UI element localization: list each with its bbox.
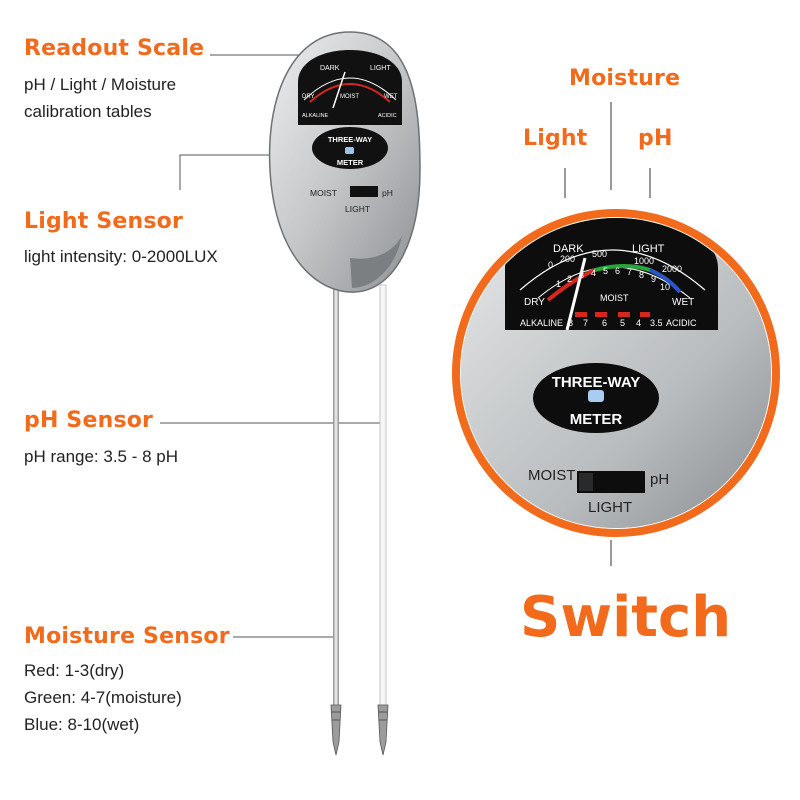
readout-scale-line-2: calibration tables <box>24 102 152 121</box>
moist-scale-2: 2 <box>567 274 572 284</box>
moisture-sensor-line-2: Green: 4-7(moisture) <box>24 688 182 707</box>
moist-scale-10: 10 <box>660 282 670 292</box>
zoom-dial-alkaline: ALKALINE <box>520 318 563 328</box>
readout-scale-line-1: pH / Light / Moisture <box>24 75 177 94</box>
light-scale-500: 500 <box>592 249 607 259</box>
moisture-sensor-line-3: Blue: 8-10(wet) <box>24 715 140 734</box>
small-dial-moist: MOIST <box>340 94 359 100</box>
zoom-switch-light: LIGHT <box>588 499 632 516</box>
zoom-circle: DARK LIGHT DRY WET MOIST ALKALINE ACIDIC… <box>452 209 780 537</box>
zoom-label-light: Light <box>523 126 588 151</box>
light-scale-1000: 1000 <box>634 256 654 266</box>
small-badge-bottom: METER <box>337 158 364 167</box>
zoom-badge-top: THREE-WAY <box>552 374 641 391</box>
small-dial-wet: WET <box>384 94 398 100</box>
ph-sensor-title: pH Sensor <box>24 408 154 433</box>
zoom-label-moisture: Moisture <box>569 66 681 91</box>
ph-scale-4: 4 <box>636 318 641 328</box>
zoom-switch-moist: MOIST <box>528 467 576 484</box>
zoom-label-switch: Switch <box>520 585 732 650</box>
moist-scale-4: 4 <box>591 268 596 278</box>
probe-metal <box>330 285 342 756</box>
light-sensor-title: Light Sensor <box>24 209 184 234</box>
zoom-ph-scale: 8 7 6 5 4 3.5 <box>568 318 663 328</box>
small-switch-ph: pH <box>382 188 393 198</box>
small-dial-alkaline: ALKALINE <box>302 113 329 119</box>
small-dial-acidic: ACIDIC <box>378 113 397 119</box>
zoom-dial-light: LIGHT <box>632 243 665 255</box>
moist-scale-3: 3 <box>579 270 584 280</box>
zoom-leader-lines <box>564 102 651 566</box>
small-dial-dark: DARK <box>320 65 340 72</box>
ph-scale-3-5: 3.5 <box>650 318 663 328</box>
ph-scale-8: 8 <box>568 318 573 328</box>
zoom-switch-ph: pH <box>650 471 669 488</box>
probe-white <box>377 284 389 756</box>
ph-scale-7: 7 <box>583 318 588 328</box>
readout-scale-title: Readout Scale <box>24 36 205 61</box>
zoom-dial-dark: DARK <box>553 243 584 255</box>
moisture-sensor-title: Moisture Sensor <box>24 624 230 649</box>
moist-scale-6: 6 <box>615 266 620 276</box>
ph-scale-6: 6 <box>602 318 607 328</box>
ph-scale-5: 5 <box>620 318 625 328</box>
small-switch-moist: MOIST <box>310 188 337 198</box>
moisture-sensor-line-1: Red: 1-3(dry) <box>24 661 125 680</box>
small-badge-top: THREE-WAY <box>328 135 372 144</box>
light-sensor-line-1: light intensity: 0-2000LUX <box>24 247 218 266</box>
ph-sensor-line-1: pH range: 3.5 - 8 pH <box>24 447 179 466</box>
small-dial-dry: DRY <box>302 94 315 100</box>
moist-scale-1: 1 <box>556 279 561 289</box>
moist-scale-9: 9 <box>651 274 656 284</box>
zoom-dial-acidic: ACIDIC <box>666 318 697 328</box>
zoom-dial-wet: WET <box>672 297 694 308</box>
moist-scale-7: 7 <box>627 267 632 277</box>
zoom-dial-moist: MOIST <box>600 293 629 303</box>
light-scale-2000: 2000 <box>662 264 682 274</box>
moist-scale-8: 8 <box>639 270 644 280</box>
zoom-dial-dry: DRY <box>524 297 545 308</box>
small-meter-body: DARK LIGHT DRY WET MOIST ALKALINE ACIDIC… <box>268 31 421 293</box>
zoom-label-ph: pH <box>638 126 673 151</box>
zoom-badge-bottom: METER <box>570 411 623 428</box>
light-scale-0: 0 <box>548 260 553 270</box>
small-switch-light: LIGHT <box>345 204 370 214</box>
light-scale-200: 200 <box>560 254 575 264</box>
moist-scale-5: 5 <box>603 266 608 276</box>
zoom-light-scale: 0 200 500 1000 2000 <box>548 249 682 274</box>
zoom-moist-scale: 1 2 3 4 5 6 7 8 9 10 <box>556 266 670 292</box>
small-dial-light: LIGHT <box>370 65 391 72</box>
